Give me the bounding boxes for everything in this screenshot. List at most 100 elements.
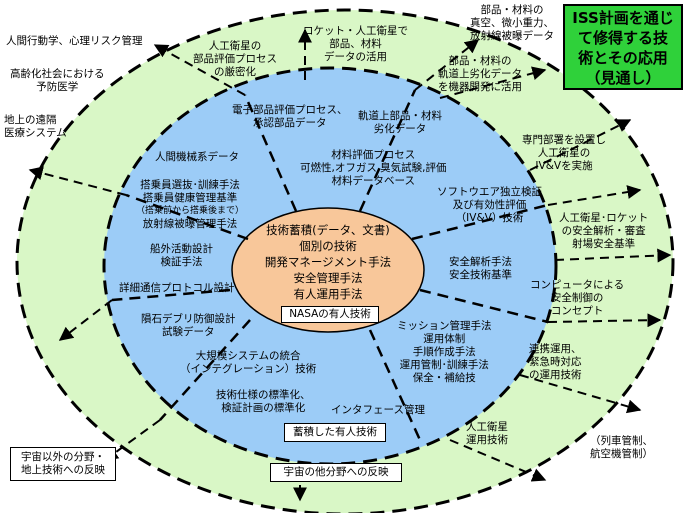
line: 連携運用、 bbox=[529, 343, 582, 355]
line: 手順作成手法 bbox=[412, 346, 476, 358]
center-text: 技術蓄積(データ、文書) 個別の技術 開発マネージメント手法 安全管理手法 有人… bbox=[253, 222, 403, 302]
line: 緊急時対応 bbox=[529, 356, 582, 368]
line: 電子部品評価プロセス、 bbox=[232, 104, 348, 116]
protocol-text: 詳細通信プロトコル設計 bbox=[119, 282, 235, 294]
title-line: （見通し） bbox=[585, 69, 661, 87]
rocket-safety-text: 人工衛星･ロケット の安全解析・審査 射場安全基準 bbox=[559, 212, 648, 251]
line: の安全解析・審査 bbox=[561, 225, 646, 237]
standards-text: 技術仕様の標準化、 検証計画の標準化 bbox=[216, 389, 311, 415]
line: 人工衛星 bbox=[466, 421, 508, 433]
line: 人工衛星の bbox=[537, 147, 591, 159]
ivv-apply-text: 専門部署を設置し 人工衛星の IV&Vを実施 bbox=[522, 134, 606, 173]
line: 真空、微小重力、 bbox=[470, 17, 554, 29]
outer-arrows bbox=[28, 28, 672, 502]
line: 地上の遠隔 bbox=[4, 114, 57, 126]
line: 検証計画の標準化 bbox=[221, 402, 306, 414]
parts-eval-text: 電子部品評価プロセス、 承認部品データ bbox=[232, 104, 348, 130]
materials-text: 材料評価プロセス 可燃性,オフガス,臭気試験,評価 材料データベース bbox=[300, 149, 447, 188]
line: の運用技術 bbox=[529, 369, 582, 381]
parts-dev-text: 部品・材料の 軌道上劣化データ を機器開発に活用 bbox=[438, 55, 522, 94]
safety-analysis-text: 安全解析手法 安全技術基準 bbox=[449, 256, 512, 282]
line: 及び有効性評価 bbox=[452, 199, 527, 211]
line: 放射線被曝データ bbox=[470, 30, 554, 42]
line: IV&Vを実施 bbox=[535, 160, 593, 172]
line: 搭乗員選抜･訓練手法 bbox=[140, 179, 240, 191]
bottom-left-box: 宇宙以外の分野・ 地上技術への反映 bbox=[10, 447, 116, 481]
crew-text: 搭乗員選抜･訓練手法 搭乗員健康管理基準 （搭乗前から搭乗後まで） 放射線被曝管… bbox=[136, 179, 244, 231]
ivv-text: ソフトウエア独立検証 及び有効性評価 （IV&V）技術 bbox=[437, 186, 542, 225]
rocket-data-text: ロケット・人工衛星で 部品、材料 データの活用 bbox=[303, 25, 408, 64]
line: 技術仕様の標準化、 bbox=[216, 389, 311, 401]
center-line: 技術蓄積(データ、文書) bbox=[266, 223, 390, 237]
inner-spokes bbox=[111, 89, 549, 441]
center-core bbox=[231, 207, 425, 333]
line: 船外活動設計 bbox=[150, 243, 213, 255]
line: コンセプト bbox=[550, 305, 604, 317]
eva-text: 船外活動設計 検証手法 bbox=[150, 243, 213, 269]
center-line: 有人運用手法 bbox=[293, 287, 363, 301]
sat-ops-text: 人工衛星 運用技術 bbox=[466, 421, 508, 447]
line: 航空機管制） bbox=[590, 448, 653, 460]
elderly-text: 高齢化社会における 予防医学 bbox=[10, 68, 105, 94]
mission-text: ミッション管理手法 運用体制 手順作成手法 運用管制･訓練手法 保全・補給技 bbox=[397, 320, 492, 385]
middle-label: 蓄積した有人技術 bbox=[284, 423, 386, 442]
line: 射場安全基準 bbox=[572, 238, 636, 250]
outer-label: 宇宙の他分野への反映 bbox=[270, 463, 402, 482]
line: ロケット・人工衛星で bbox=[303, 25, 408, 37]
line: ミッション管理手法 bbox=[397, 320, 492, 332]
orbital-degradation-text: 軌道上部品・材料 劣化データ bbox=[358, 110, 442, 136]
line: 材料データベース bbox=[331, 175, 415, 187]
line: を機器開発に活用 bbox=[438, 81, 522, 93]
box-line: 宇宙以外の分野・ bbox=[21, 451, 105, 463]
line: 搭乗員健康管理基準 bbox=[142, 192, 238, 204]
line: 医療システム bbox=[4, 127, 67, 139]
line: 劣化データ bbox=[373, 123, 427, 135]
line: 運用管制･訓練手法 bbox=[399, 359, 489, 371]
interface-text: インタフェース管理 bbox=[331, 404, 425, 416]
center-label: NASAの有人技術 bbox=[281, 306, 379, 323]
integration-text: 大規模システムの統合 （インテグレーション）技術 bbox=[180, 350, 316, 376]
line: 運用技術 bbox=[466, 434, 508, 446]
line: 承認部品データ bbox=[253, 117, 327, 129]
line: 可燃性,オフガス,臭気試験,評価 bbox=[300, 162, 447, 174]
behavior-text: 人間行動学、心理リスク管理 bbox=[6, 35, 143, 47]
line: 運用体制 bbox=[423, 333, 466, 345]
line: 予防医学 bbox=[36, 81, 79, 93]
line: 材料評価プロセス bbox=[331, 149, 416, 161]
line: 試験データ bbox=[162, 326, 215, 338]
line: （インテグレーション）技術 bbox=[180, 363, 317, 375]
line: 安全技術基準 bbox=[449, 269, 512, 281]
line: 部品・材料の bbox=[480, 4, 544, 16]
line: コンピュータによる bbox=[530, 279, 625, 291]
computer-safety-text: コンピュータによる 安全制御の コンセプト bbox=[530, 279, 624, 318]
line: 部品・材料の bbox=[448, 55, 512, 67]
line: 部品評価プロセス bbox=[193, 53, 277, 65]
line: 部品、材料 bbox=[329, 38, 382, 50]
line: 安全制御の bbox=[550, 292, 604, 304]
line: ソフトウエア独立検証 bbox=[437, 186, 542, 198]
title-line: ISS計画を通じ bbox=[572, 9, 674, 27]
line: 検証手法 bbox=[160, 256, 203, 268]
title-box: ISS計画を通じ て修得する技 術とその応用 （見通し） bbox=[563, 4, 683, 90]
line: 隕石デブリ防御設計 bbox=[141, 313, 236, 325]
line: の厳密化 bbox=[214, 66, 256, 78]
coop-ops-text: 連携運用、 緊急時対応 の運用技術 bbox=[529, 343, 582, 382]
line: 保全・補給技 bbox=[412, 372, 476, 384]
line: 大規模システムの統合 bbox=[195, 350, 301, 362]
box-line: 地上技術への反映 bbox=[21, 464, 105, 476]
line: （列車管制、 bbox=[590, 435, 653, 447]
space-env-text: 部品・材料の 真空、微小重力、 放射線被曝データ bbox=[470, 4, 554, 43]
line: 人工衛星の bbox=[208, 40, 262, 52]
line: （搭乗前から搭乗後まで） bbox=[136, 206, 245, 216]
line: 安全解析手法 bbox=[449, 256, 512, 268]
human-factors-text: 人間機械系データ bbox=[155, 151, 239, 163]
center-line: 個別の技術 bbox=[299, 239, 357, 253]
title-line: 術とその応用 bbox=[578, 49, 668, 67]
line: 専門部署を設置し bbox=[522, 134, 606, 146]
remote-med-text: 地上の遠隔 医療システム bbox=[4, 114, 67, 140]
line: データの活用 bbox=[324, 51, 387, 63]
line: 高齢化社会における bbox=[10, 68, 105, 80]
center-line: 開発マネージメント手法 bbox=[264, 255, 392, 269]
